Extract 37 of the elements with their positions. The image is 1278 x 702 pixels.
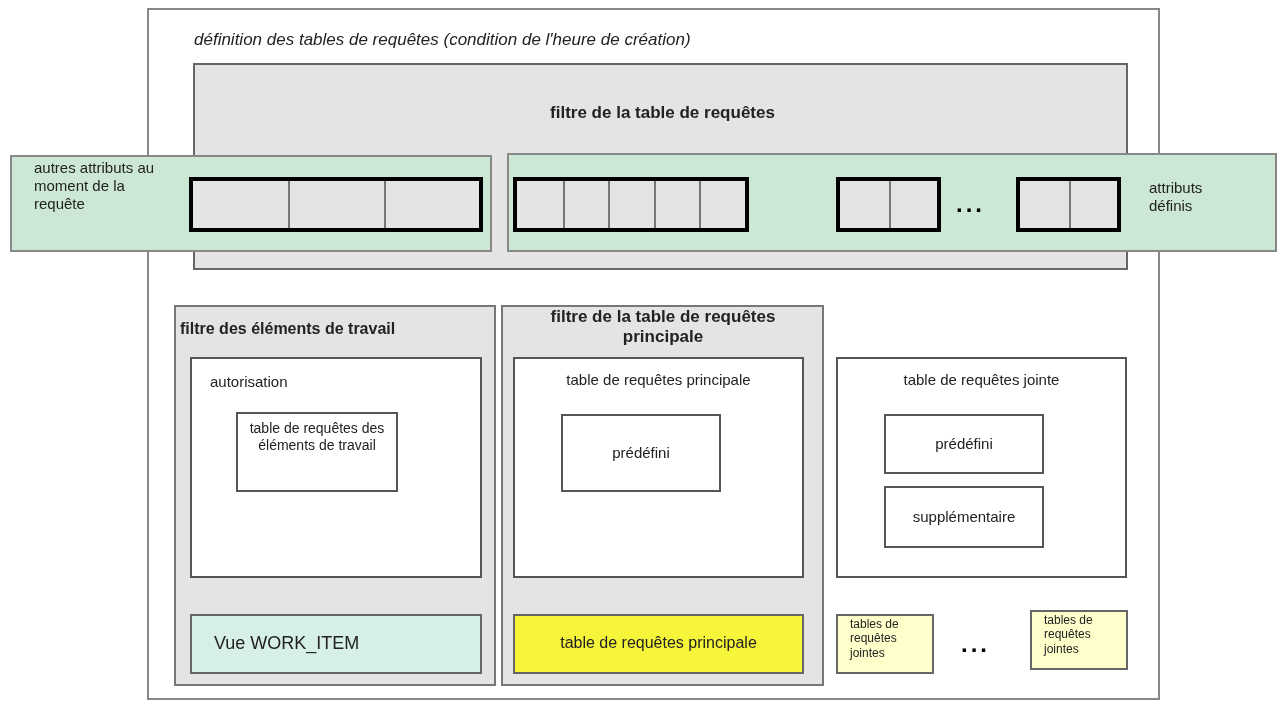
box-label: attributs définis xyxy=(1149,179,1204,215)
view-box xyxy=(836,614,934,674)
filter-panel xyxy=(174,305,496,686)
box-label: table de requêtes des éléments de travail xyxy=(248,420,386,454)
view-box xyxy=(513,614,804,674)
filter-panel xyxy=(501,305,824,686)
attribute-bar xyxy=(1016,177,1121,232)
box-label: autorisation xyxy=(210,373,289,391)
attribute-bar xyxy=(836,177,941,232)
inner-box xyxy=(884,414,1044,474)
box-label: prédéfini xyxy=(611,444,671,462)
panel-title: filtre des éléments de travail xyxy=(180,319,397,339)
attribute-bar xyxy=(513,177,749,232)
table-box xyxy=(836,357,1127,578)
table-box xyxy=(190,357,482,578)
attribute-bar xyxy=(189,177,483,232)
inner-box xyxy=(236,412,398,492)
panel-title: filtre de la table de requêtes principale xyxy=(549,307,777,348)
box-label: table de requêtes principale xyxy=(559,633,758,653)
box-label: tables de requêtes jointes xyxy=(1044,613,1094,657)
box-label: autres attributs au moment de la requête xyxy=(34,159,156,213)
ellipsis: ... xyxy=(956,190,985,219)
attribute-band xyxy=(507,153,1277,252)
inner-box xyxy=(884,486,1044,548)
box-label: tables de requêtes jointes xyxy=(850,617,900,661)
inner-box xyxy=(561,414,721,492)
ellipsis: ... xyxy=(961,630,990,659)
panel-title: définition des tables de requêtes (condition de l'heure de création) xyxy=(194,30,692,51)
view-box xyxy=(1030,610,1128,670)
box-label: table de requêtes principale xyxy=(565,371,752,389)
table-box xyxy=(513,357,804,578)
box-label: Vue WORK_ITEM xyxy=(214,633,361,655)
box-label: table de requêtes jointe xyxy=(902,371,1061,389)
box-label: prédéfini xyxy=(934,435,994,453)
panel-title: filtre de la table de requêtes xyxy=(549,103,776,124)
view-box xyxy=(190,614,482,674)
box-label: supplémentaire xyxy=(911,508,1017,526)
